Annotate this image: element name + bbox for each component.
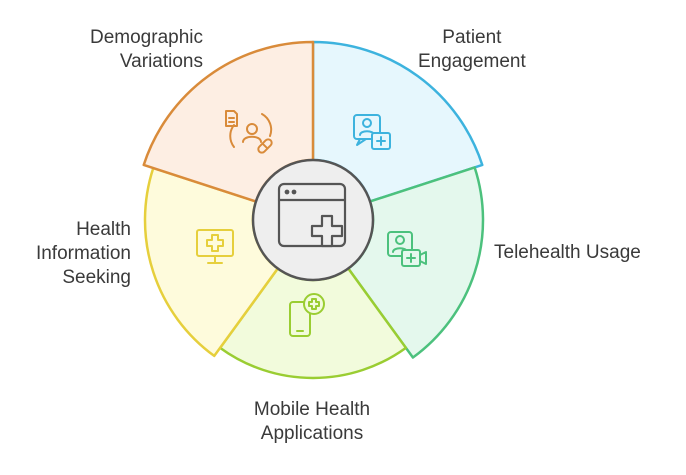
monitor-medical-icon — [196, 229, 234, 264]
center-hub — [251, 158, 375, 282]
label-patient-engagement: Patient Engagement — [418, 27, 526, 72]
label-demographic: Demographic Variations — [90, 27, 203, 72]
label-telehealth-usage: Telehealth Usage — [494, 242, 641, 263]
browser-medical-icon — [277, 182, 347, 248]
label-health-information: Health Information Seeking — [35, 219, 131, 288]
label-mobile-health: Mobile Health Applications — [253, 399, 371, 444]
center-circle — [251, 158, 375, 282]
mobile-health-icon — [289, 293, 325, 337]
video-consult-icon — [387, 231, 427, 267]
demographic-icon — [225, 110, 273, 154]
patient-chat-icon — [353, 114, 391, 150]
